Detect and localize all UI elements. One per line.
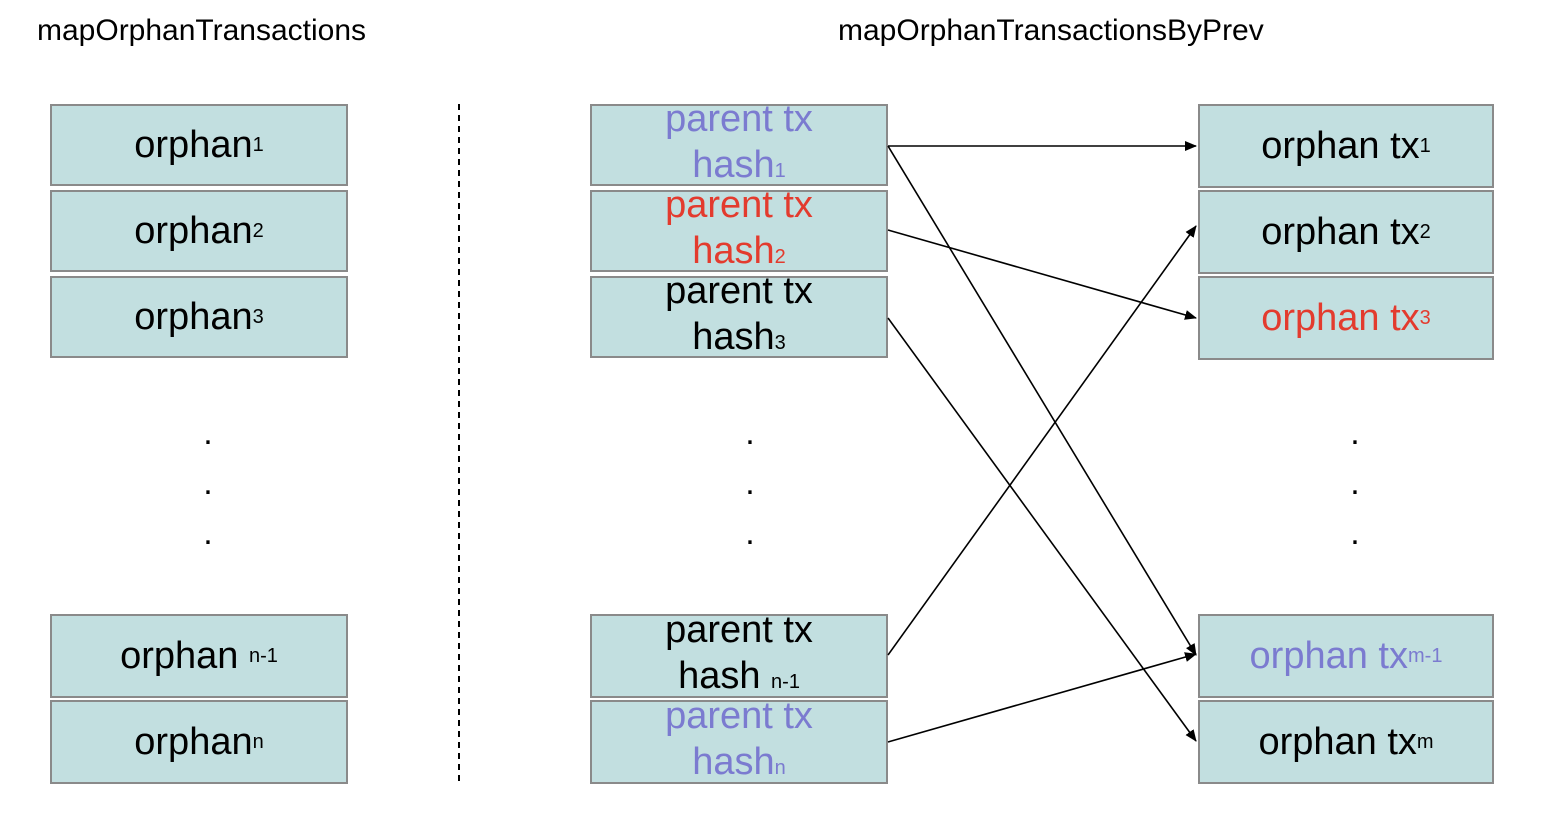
parent-tx-hash-2: parent tx hash2 <box>590 184 888 272</box>
parent-tx-hash-1: parent tx hash1 <box>590 98 888 186</box>
parent-tx-label: parent tx <box>665 270 813 312</box>
hash-subscript: 1 <box>774 160 786 182</box>
parent-tx-hash-3: parent tx hash3 <box>590 270 888 358</box>
ellipsis-dot: . <box>1350 514 1360 552</box>
hash-label: hash <box>692 230 775 272</box>
orphan-tx-label: orphan tx <box>1261 124 1420 167</box>
left-ellipsis: . . . <box>198 408 218 558</box>
right-title: mapOrphanTransactionsByPrev <box>838 14 1264 47</box>
orphan-box-n-1: orphan n-1 <box>50 614 348 698</box>
orphan-label: orphan <box>134 123 253 166</box>
left-title: mapOrphanTransactions <box>37 14 367 47</box>
hash-label: hash <box>692 316 775 358</box>
orphan-subscript: 3 <box>252 305 264 328</box>
orphan-tx-label: orphan tx <box>1261 210 1420 253</box>
orphan-tx-subscript: m <box>1416 730 1434 753</box>
hash-label: hash <box>692 741 775 783</box>
ellipsis-dot: . <box>1350 464 1360 502</box>
hash-subscript: n-1 <box>771 671 800 693</box>
parent-tx-label: parent tx <box>665 98 813 140</box>
hash-subscript: 2 <box>774 246 786 268</box>
orphan-tx-subscript: m-1 <box>1408 644 1443 667</box>
ellipsis-dot: . <box>745 464 755 502</box>
ellipsis-dot: . <box>1350 414 1360 452</box>
hash-label: hash <box>692 144 775 186</box>
parent-tx-label: parent tx <box>665 184 813 226</box>
orphan-subscript: 2 <box>252 219 264 242</box>
orphan-tx-subscript: 3 <box>1419 306 1431 329</box>
parent-tx-hash-n: parent tx hashn <box>590 695 888 784</box>
ellipsis-dot: . <box>745 414 755 452</box>
orphan-label: orphan <box>134 209 253 252</box>
orphan-label: orphan <box>120 634 249 677</box>
ellipsis-dot: . <box>203 414 213 452</box>
hash-subscript: 3 <box>774 332 786 354</box>
parent-tx-hash-n-1: parent tx hash n-1 <box>590 609 888 698</box>
ellipsis-dot: . <box>745 514 755 552</box>
hash-label: hash <box>678 655 772 697</box>
orphan-tx-label: orphan tx <box>1258 720 1417 763</box>
orphan-subscript: n <box>252 730 264 753</box>
middle-ellipsis: . . . <box>740 408 760 558</box>
orphan-label: orphan <box>134 295 253 338</box>
orphan-tx-subscript: 2 <box>1419 220 1431 243</box>
orphan-tx-label: orphan tx <box>1249 634 1408 677</box>
right-ellipsis: . . . <box>1345 408 1365 558</box>
orphan-tx-subscript: 1 <box>1419 134 1431 157</box>
hash-subscript: n <box>774 757 786 779</box>
orphan-subscript: n-1 <box>248 644 278 667</box>
orphan-label: orphan <box>134 720 253 763</box>
parent-tx-label: parent tx <box>665 695 813 737</box>
orphan-tx-label: orphan tx <box>1261 296 1420 339</box>
ellipsis-dot: . <box>203 514 213 552</box>
parent-tx-label: parent tx <box>665 609 813 651</box>
ellipsis-dot: . <box>203 464 213 502</box>
orphan-subscript: 1 <box>252 133 264 156</box>
